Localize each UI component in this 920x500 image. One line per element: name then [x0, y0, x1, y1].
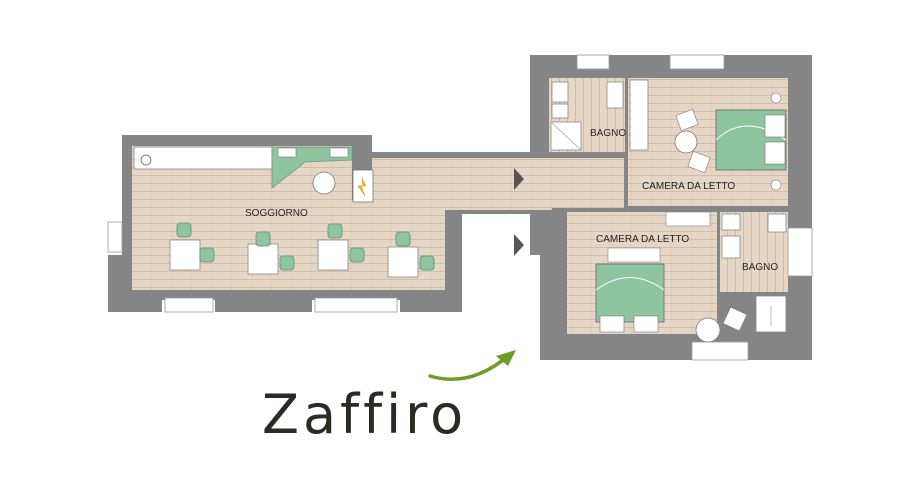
room-label-bath-right: BAGNO — [742, 262, 778, 273]
fireplace-icon — [357, 177, 367, 197]
bath-top-fixtures — [550, 81, 624, 151]
plan-title: Zaffiro — [262, 383, 468, 446]
room-label-bedroom-bottom: CAMERA DA LETTO — [596, 234, 689, 245]
entrance-arrow-icon — [514, 234, 524, 256]
door-arrow-icon — [514, 168, 524, 190]
room-label-living: SOGGIORNO — [245, 208, 308, 219]
room-label-bath-top: BAGNO — [590, 128, 626, 139]
living-furniture — [133, 146, 435, 278]
windows — [107, 54, 813, 361]
bedroom-bottom-furniture — [595, 211, 748, 343]
bath-right-fixtures — [721, 213, 787, 333]
curved-arrow-icon — [428, 350, 516, 381]
bedroom-top-furniture — [629, 79, 787, 191]
hall-floor — [552, 158, 624, 208]
room-label-bedroom-top: CAMERA DA LETTO — [642, 181, 735, 192]
corridor-floor — [372, 158, 552, 210]
